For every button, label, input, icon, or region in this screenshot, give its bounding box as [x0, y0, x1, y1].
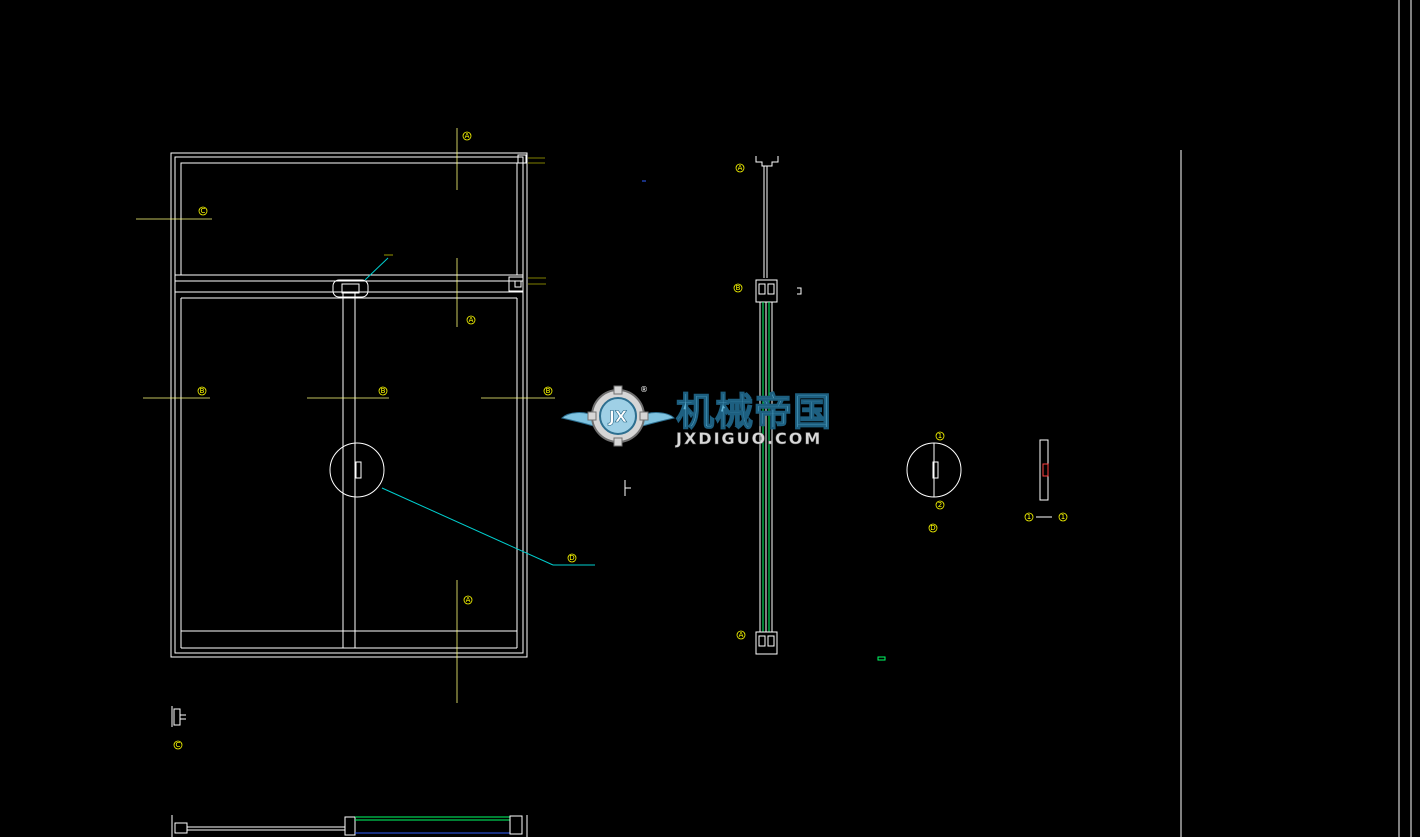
callout-a-top[interactable]: A [462, 131, 472, 141]
handle-detail [329, 257, 595, 566]
callout-section-top[interactable]: A [735, 163, 745, 173]
callout-section-1a[interactable]: 1 [1024, 512, 1034, 522]
section-1-1-callouts: 1 1 [1024, 512, 1068, 522]
handle-enlarged-detail [906, 442, 962, 498]
svg-text:A: A [465, 132, 470, 140]
plan-section-strip [171, 815, 528, 837]
callout-detail-3[interactable]: D [928, 523, 938, 533]
svg-text:B: B [381, 387, 386, 395]
callout-b-center[interactable]: B [378, 386, 388, 396]
svg-text:1: 1 [1027, 513, 1031, 521]
svg-text:1: 1 [938, 432, 942, 440]
callout-a-mid[interactable]: A [466, 315, 476, 325]
svg-text:B: B [546, 387, 551, 395]
svg-text:B: B [200, 387, 205, 395]
callout-b-left[interactable]: B [197, 386, 207, 396]
profile-detail-c [171, 706, 186, 727]
callout-b-right[interactable]: B [543, 386, 553, 396]
front-elevation-frame [170, 152, 528, 658]
gear-icon [587, 385, 649, 447]
watermark-url-text: JXDIGUO.COM [675, 429, 822, 448]
watermark-badge: JX [608, 407, 628, 426]
watermark-brand-text: 机械帝国 [676, 390, 832, 434]
svg-text:2: 2 [938, 501, 942, 509]
callout-detail-2[interactable]: 2 [935, 500, 945, 510]
svg-text:A: A [466, 596, 471, 604]
section-axis-lines [136, 128, 555, 703]
callout-section-mid[interactable]: B [733, 283, 743, 293]
svg-text:1: 1 [1061, 513, 1065, 521]
callout-c-left[interactable]: C [198, 206, 208, 216]
elevation-callouts: A C A B B B A D [173, 131, 577, 750]
detail-callouts: 1 2 D [928, 431, 945, 533]
callout-c-bottom-left[interactable]: C [173, 740, 183, 750]
watermark-logo: JX ® 机械帝国 JXDIGUO.COM [561, 385, 832, 448]
vertical-section [624, 156, 886, 661]
svg-text:A: A [739, 631, 744, 639]
section-callouts: A B A [733, 163, 746, 640]
callout-section-bottom[interactable]: A [736, 630, 746, 640]
sheet-border [1180, 0, 1412, 837]
svg-text:D: D [569, 554, 574, 562]
svg-text:A: A [738, 164, 743, 172]
svg-text:A: A [469, 316, 474, 324]
svg-text:C: C [176, 741, 181, 749]
callout-section-1b[interactable]: 1 [1058, 512, 1068, 522]
callout-d-detail[interactable]: D [567, 553, 577, 563]
svg-text:D: D [930, 524, 935, 532]
section-1-1-profile [1036, 439, 1052, 518]
svg-text:B: B [736, 284, 741, 292]
watermark-reg: ® [640, 385, 648, 394]
callout-detail-1[interactable]: 1 [935, 431, 945, 441]
svg-text:C: C [201, 207, 206, 215]
dimension-tags [384, 157, 546, 285]
callout-a-bottom[interactable]: A [463, 595, 473, 605]
